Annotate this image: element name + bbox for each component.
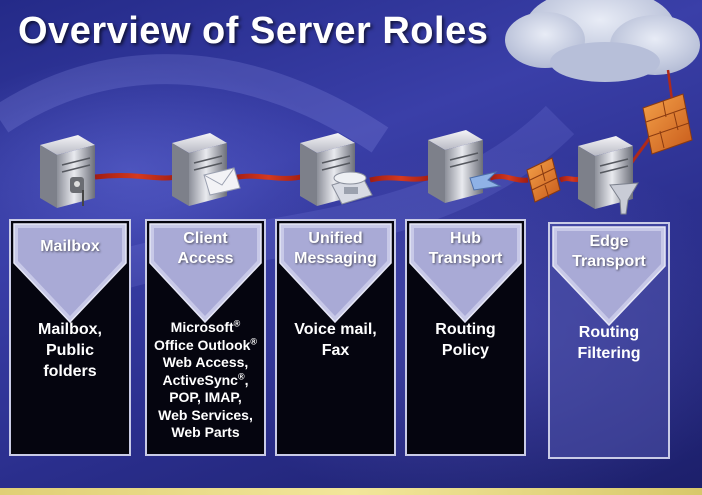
role-card-unified-messaging: Unified Messaging Voice mail, Fax: [275, 219, 396, 456]
mailbox-server-icon: [40, 135, 95, 208]
hub-transport-server-icon: [428, 130, 502, 203]
client-access-server-icon: [172, 133, 241, 206]
role-card-edge-transport: Edge Transport Routing Filtering: [548, 222, 670, 459]
role-description-mailbox: Mailbox, Public folders: [37, 321, 102, 380]
chevron-banner: [149, 223, 262, 323]
edge-transport-server-icon: [578, 136, 639, 215]
unified-messaging-server-icon: [300, 133, 373, 206]
role-description-hub-transport: Routing Policy: [435, 321, 496, 359]
role-name-hub-transport: Hub Transport: [428, 230, 503, 267]
internet-cloud-icon: [505, 0, 700, 82]
chevron-banner: [552, 226, 666, 326]
role-description-unified-messaging: Voice mail, Fax: [294, 321, 377, 359]
bottom-accent-bar: [0, 488, 702, 495]
firewall-icon: [526, 157, 561, 203]
role-card-mailbox: Mailbox Mailbox, Public folders: [9, 219, 131, 456]
perimeter-firewall-icon: [642, 93, 693, 155]
role-description-client-access: Microsoft® Office Outlook® Web Access, A…: [153, 318, 258, 440]
role-name-mailbox: Mailbox: [40, 238, 100, 255]
role-name-client-access: Client Access: [177, 230, 234, 267]
role-card-hub-transport: Hub Transport Routing Policy: [405, 219, 526, 456]
role-name-unified-messaging: Unified Messaging: [294, 230, 377, 267]
chevron-banner: [13, 223, 127, 323]
role-description-edge-transport: Routing Filtering: [577, 324, 641, 362]
role-card-client-access: Client Access Microsoft® Office Outlook®…: [145, 219, 266, 456]
role-name-edge-transport: Edge Transport: [572, 233, 646, 270]
slide-title: Overview of Server Roles: [18, 10, 489, 52]
chevron-banner: [409, 223, 522, 323]
chevron-banner: [279, 223, 392, 323]
